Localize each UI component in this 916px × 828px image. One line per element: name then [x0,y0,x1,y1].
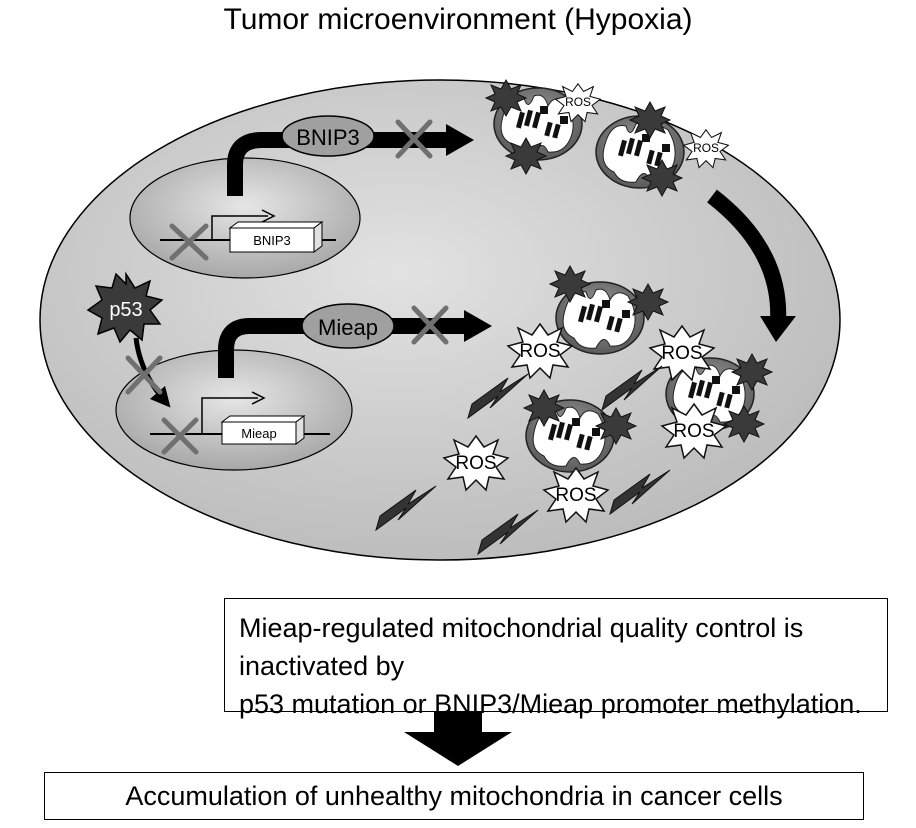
damage-burst [641,159,683,197]
damage-burst [627,283,669,321]
bnip3-gene-box: BNIP3 [228,221,324,253]
mieap-protein-label: Mieap [318,315,378,340]
damage-burst [595,407,637,445]
caption-line-1: Mieap-regulated mitochondrial quality co… [239,613,804,681]
conclusion-box: Accumulation of unhealthy mitochondria i… [44,772,864,820]
summary-caption: Mieap-regulated mitochondrial quality co… [224,598,888,719]
damage-burst [549,265,591,303]
svg-text:ROS: ROS [455,453,496,474]
ros-star: ROS [661,403,727,459]
methylation-cross-upper [169,223,209,261]
svg-text:ROS: ROS [555,485,596,506]
svg-text:ROS: ROS [693,141,719,155]
p53-blocked-cross [125,355,163,395]
blocked-cross-upper [395,119,433,159]
damage-burst [731,353,773,391]
hypoxia-diagram: BNIP3 BNIP3 Mieap Mieap p53 [39,79,841,561]
p53-label: p53 [109,299,142,321]
nucleus-upper [129,157,361,279]
caption-line-2: p53 mutation or BNIP3/Mieap promoter met… [239,689,862,719]
svg-text:ROS: ROS [519,341,560,362]
damage-burst [723,405,765,443]
progression-arrow [707,189,787,323]
mieap-gene-label: Mieap [241,426,276,441]
ros-star: ROS [507,323,573,379]
methylation-cross-lower [161,417,199,455]
down-arrow [404,712,512,766]
ros-star: ROS [649,325,715,381]
ros-star: ROS [543,467,609,523]
p53-burst: p53 [86,271,164,344]
damage-burst [523,389,565,427]
svg-text:ROS: ROS [661,343,702,364]
transcription-arrow-upper [227,132,448,196]
damage-burst [485,79,527,117]
bnip3-protein-label: BNIP3 [296,125,360,150]
diagram-title: Tumor microenvironment (Hypoxia) [223,3,693,36]
promoter-arrow-lower [201,397,258,434]
svg-text:ROS: ROS [673,421,714,442]
blocked-cross-lower [411,305,449,345]
svg-text:ROS: ROS [565,95,591,109]
ros-star: ROS [443,435,509,491]
damage-burst [505,137,547,175]
ros-star: ROS [683,129,729,169]
damage-burst [629,101,671,139]
ros-star: ROS [555,83,601,123]
promoter-arrow-upper [211,215,268,240]
mieap-gene-box: Mieap [220,415,306,445]
mieap-protein [301,303,395,349]
bnip3-gene-label: BNIP3 [253,233,291,248]
bnip3-protein [281,115,375,157]
transcription-arrow-lower [218,318,466,378]
